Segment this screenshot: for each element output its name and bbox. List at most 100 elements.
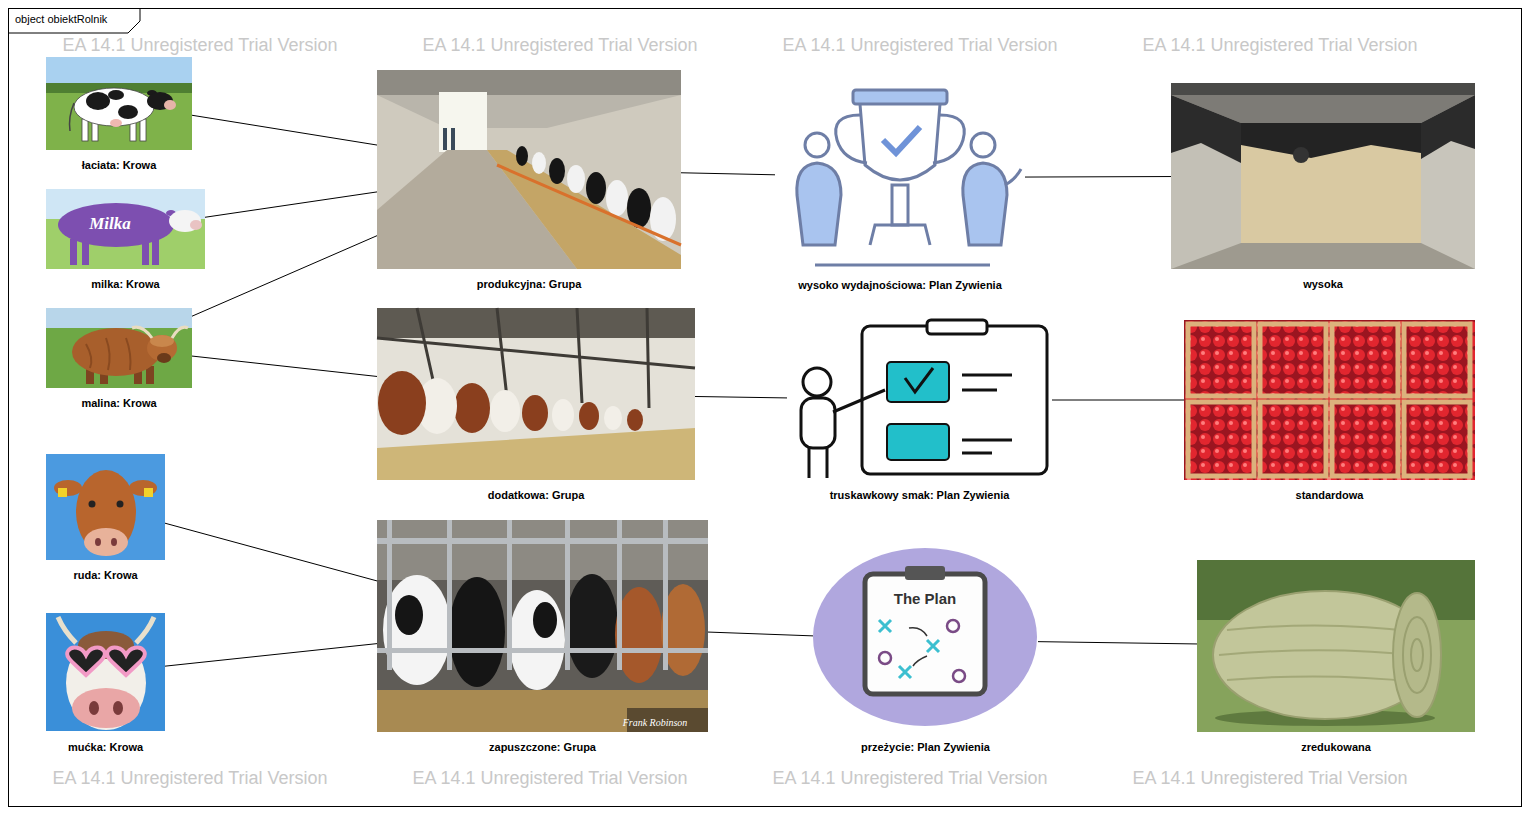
- illustration-part: [152, 239, 159, 265]
- illustration-part: [118, 105, 138, 119]
- illustration-part: [387, 520, 392, 670]
- illustration-part: [516, 146, 528, 166]
- portion-object: wysoka: [1171, 83, 1475, 291]
- icon-text: The Plan: [894, 590, 957, 608]
- illustration-part: [606, 180, 628, 216]
- illustration-part: [862, 326, 1047, 474]
- cow-photo: [46, 189, 205, 269]
- illustration-part: [801, 398, 835, 448]
- picture-area: [46, 57, 192, 150]
- illustration-part: [9, 9, 140, 33]
- object-name: przeżycie: Plan Zywienia: [813, 741, 1038, 754]
- illustration-part: [377, 428, 695, 480]
- illustration-part: [565, 520, 570, 670]
- picture-area: [787, 320, 1052, 480]
- picture-area: [46, 454, 165, 560]
- link-line: [165, 644, 377, 667]
- watermark: EA 14.1 Unregistered Trial Version: [1132, 768, 1407, 788]
- illustration-part: [395, 595, 423, 635]
- illustration-part: [164, 100, 176, 110]
- illustration-part: [909, 628, 927, 666]
- illustration-part: [1005, 169, 1021, 185]
- object-name: produkcyjna: Grupa: [377, 278, 681, 291]
- picture-area: [1184, 320, 1475, 480]
- object-name: truskawkowy smak: Plan Zywienia: [787, 489, 1052, 502]
- illustration-part: [150, 335, 174, 347]
- picture-area: [1197, 560, 1475, 732]
- illustration-part: [377, 520, 708, 732]
- picture-area: [46, 308, 192, 388]
- illustration-part: [1171, 83, 1475, 269]
- picture-area: [377, 308, 695, 480]
- illustration-part: [879, 620, 939, 678]
- illustration-part: [144, 488, 153, 497]
- illustration-part: [377, 520, 708, 580]
- illustration-part: [447, 520, 452, 670]
- illustration-part: [169, 210, 201, 232]
- barn-photo: [377, 520, 708, 732]
- illustration-part: [627, 409, 643, 431]
- illustration-part: [1188, 402, 1254, 476]
- watermark: EA 14.1 Unregistered Trial Version: [412, 768, 687, 788]
- illustration-part: [953, 670, 965, 682]
- illustration-part: [1332, 324, 1398, 396]
- feeding-plan-object: wysoko wydajnościowa: Plan Zywienia: [775, 85, 1025, 292]
- cow-photo: [46, 613, 165, 731]
- illustration-part: [1171, 243, 1475, 269]
- watermark: EA 14.1 Unregistered Trial Version: [772, 768, 1047, 788]
- illustration-part: [1188, 324, 1254, 396]
- illustration-part: [454, 383, 490, 433]
- object-name: dodatkowa: Grupa: [377, 489, 695, 502]
- illustration-part: [377, 538, 708, 544]
- link-line: [192, 115, 377, 145]
- picture-area: [377, 70, 681, 269]
- watermark: EA 14.1 Unregistered Trial Version: [1142, 35, 1417, 55]
- illustration-part: [383, 575, 451, 685]
- illustration-part: [533, 602, 557, 638]
- illustration-part: [1293, 147, 1309, 163]
- illustration-part: [46, 454, 165, 560]
- watermark: EA 14.1 Unregistered Trial Version: [782, 35, 1057, 55]
- illustration-part: [378, 371, 426, 435]
- frame-tab: [9, 9, 140, 33]
- portion-object: zredukowana: [1197, 560, 1475, 754]
- cow-photo: [46, 454, 165, 560]
- illustration-part: [1421, 95, 1475, 269]
- frame-title: object obiektRolnik: [15, 12, 107, 26]
- watermark: EA 14.1 Unregistered Trial Version: [62, 35, 337, 55]
- illustration-part: [879, 652, 891, 664]
- illustration-part: [117, 501, 124, 508]
- picture-area: [813, 548, 1038, 732]
- illustration-part: [443, 128, 447, 150]
- illustration-part: [108, 90, 124, 100]
- illustration-part: [905, 566, 945, 580]
- illustration-part: [70, 103, 75, 131]
- illustration-part: [507, 520, 512, 670]
- object-name: mućka: Krowa: [46, 741, 165, 754]
- illustration-part: [84, 528, 128, 556]
- link-line: [1025, 176, 1171, 178]
- illustration-part: [815, 264, 990, 267]
- illustration-part: [58, 203, 174, 247]
- photo-credit: Frank Robinson: [623, 717, 688, 728]
- barn-photo: [377, 70, 681, 269]
- illustration-part: [663, 520, 668, 670]
- illustration-part: [54, 480, 82, 496]
- illustration-part: [86, 92, 110, 110]
- link-line: [192, 356, 377, 376]
- object-name: ruda: Krowa: [46, 569, 165, 582]
- object-name: standardowa: [1184, 489, 1475, 502]
- illustration-part: [46, 308, 192, 388]
- picture-area: [1171, 83, 1475, 269]
- illustration-part: [532, 152, 546, 174]
- illustration-part: [1171, 83, 1475, 95]
- object-name: malina: Krowa: [46, 397, 192, 410]
- illustration-part: [870, 225, 930, 245]
- illustration-part: [905, 368, 933, 392]
- illustration-part: [86, 338, 131, 370]
- illustration-part: [1403, 617, 1431, 693]
- link-line: [1038, 642, 1197, 644]
